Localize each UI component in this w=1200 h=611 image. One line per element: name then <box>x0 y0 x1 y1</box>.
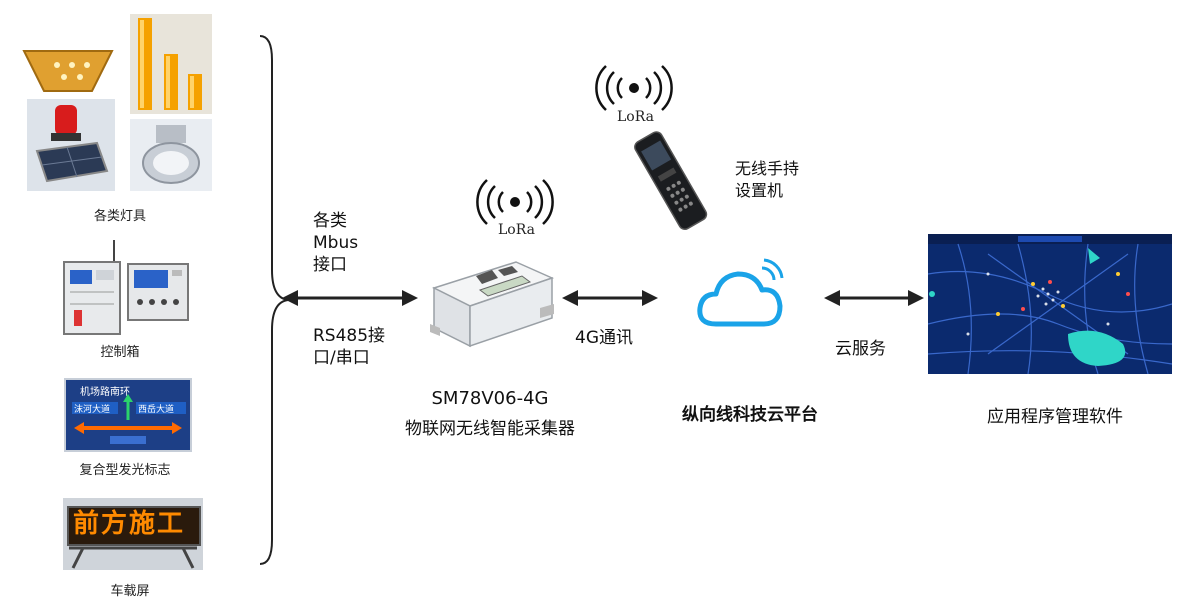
4g-link-label: 4G通讯 <box>575 328 633 348</box>
composite-sign-image: 机场路南环 沫河大道 西岳大道 <box>64 378 192 452</box>
collector-device-image <box>430 261 555 348</box>
sign-top-text: 机场路南环 <box>80 387 130 398</box>
sign-left-text: 沫河大道 <box>74 405 111 415</box>
collector-name: 物联网无线智能采集器 <box>405 419 575 439</box>
vehicle-screen-led-text: 前方施工 <box>73 509 186 539</box>
sign-right-text: 西岳大道 <box>138 405 175 415</box>
handheld-lora-label: LoRa <box>617 109 654 125</box>
amber-lamp-image <box>22 45 114 97</box>
collector-model: SM78V06-4G <box>431 388 549 409</box>
cloud-icon <box>697 258 784 327</box>
lamps-caption: 各类灯具 <box>93 209 146 224</box>
rs485-interface-label: RS485接 口/串口 <box>313 326 386 368</box>
cloud-platform-name: 纵向线科技云平台 <box>682 405 818 425</box>
vehicle-screen-image: 前方施工 <box>63 498 203 570</box>
collector-lora-label: LoRa <box>498 222 535 238</box>
software-name: 应用程序管理软件 <box>987 407 1123 427</box>
amber-bollard-lights-image <box>130 14 212 114</box>
device-collector-arrow <box>282 290 418 306</box>
handheld-signal-icon <box>595 65 673 111</box>
handheld-device-image <box>634 131 708 230</box>
mbus-interface-label: 各类 Mbus 接口 <box>313 211 359 275</box>
round-led-light-image <box>130 119 212 191</box>
control-box-panel-image <box>126 262 190 322</box>
cloud-software-arrow <box>824 290 924 306</box>
solar-obstruction-light-image <box>27 99 115 191</box>
vehicle-screen-caption: 车载屏 <box>110 584 150 599</box>
management-software-map-image <box>928 234 1172 374</box>
control-box-cabinet-image <box>60 240 122 336</box>
wireless-signal-icon <box>476 179 554 225</box>
cloud-service-label: 云服务 <box>835 339 886 359</box>
composite-sign-caption: 复合型发光标志 <box>79 463 171 478</box>
collector-cloud-arrow <box>562 290 658 306</box>
control-box-caption: 控制箱 <box>100 345 140 360</box>
handheld-name: 无线手持 设置机 <box>735 159 800 200</box>
